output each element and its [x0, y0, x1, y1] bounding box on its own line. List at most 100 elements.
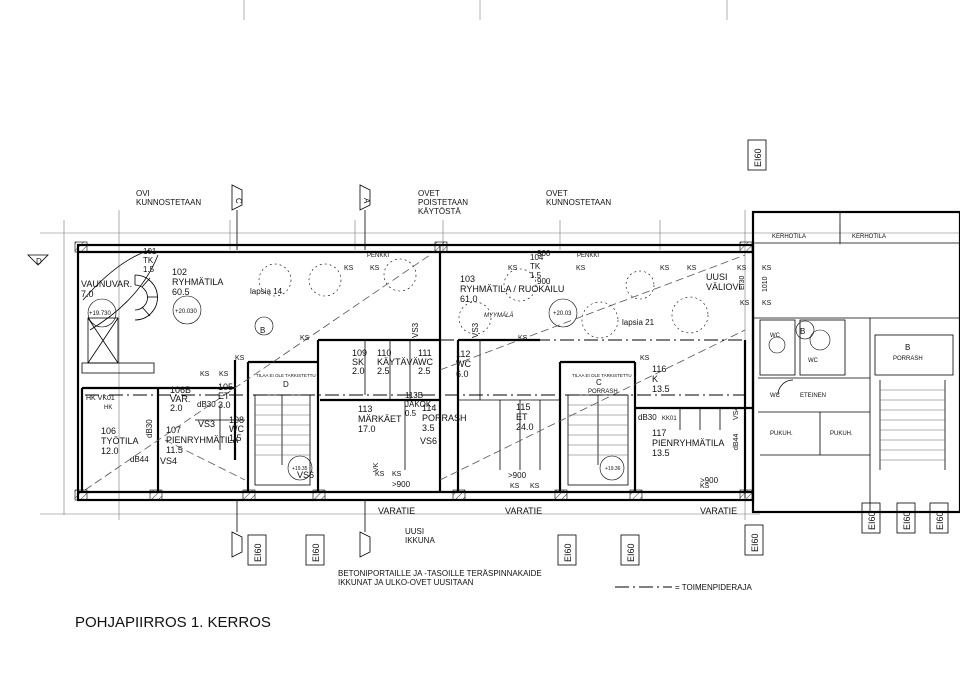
- ks-5: KS: [660, 265, 670, 272]
- grid-lines: [40, 210, 960, 520]
- room-107-name: PIENRYHMÄTILA: [166, 435, 238, 445]
- lapsia-21: lapsia 21: [622, 318, 655, 327]
- gt900-3: >900: [700, 476, 719, 485]
- furniture-tables: [258, 258, 709, 339]
- spiral-stair: [134, 274, 158, 321]
- room-113-name: MÄRKÄET: [358, 414, 402, 424]
- room-112-name: WC: [456, 359, 471, 369]
- room-114-area: 3.5: [422, 423, 435, 433]
- room-115-num: 115: [516, 402, 530, 412]
- hk-label: HK: [104, 405, 112, 411]
- porrash-b-letter: B: [905, 343, 910, 352]
- room-107-area: 11.5: [166, 445, 183, 455]
- varatie-2: VARATIE: [505, 506, 542, 516]
- note-ovet-poist-line3: KÄYTÖSTÄ: [418, 207, 461, 216]
- ks-13: KS: [219, 371, 229, 378]
- ks-21: KS: [700, 483, 710, 490]
- note-betoni-line1: BETONIPORTAILLE JA -TASOILLE TERÄSPINNAK…: [338, 569, 542, 578]
- uusi-valiovi-line1: UUSI: [706, 272, 728, 282]
- note-ovi-line2: KUNNOSTETAAN: [136, 198, 201, 207]
- ks-15: KS: [740, 300, 750, 307]
- room-103-area: 61.0: [460, 294, 478, 304]
- stair-d: [254, 394, 313, 486]
- room-112-num: 112: [456, 349, 470, 359]
- vs3-mid-2: VS3: [471, 322, 480, 338]
- dim-900-top: 900: [537, 249, 551, 258]
- section-mark-a: A: [362, 198, 371, 204]
- room-102-area: 60.5: [172, 287, 190, 297]
- db30-vertical: dB30: [145, 419, 154, 438]
- ks-9: KS: [300, 335, 310, 342]
- level-1935: +19.35: [292, 466, 308, 472]
- fire-label-boxes: [247, 139, 949, 566]
- vaunuvar-room: [81, 317, 155, 374]
- room-vaunuvar-name: VAUNUVAR.: [81, 279, 132, 289]
- fire-ei60-b8: EI60: [935, 511, 945, 530]
- action-boundary-line: [85, 245, 746, 500]
- room-109-num: 109: [352, 348, 367, 358]
- room-106-area: 12.0: [101, 446, 119, 456]
- room-102-num: 102: [172, 267, 187, 277]
- room-104-name: TK: [530, 262, 541, 271]
- room-117-name: PIENRYHMÄTILA: [652, 438, 724, 448]
- stair-c: [567, 394, 629, 486]
- room-102-name: RYHMÄTILA: [172, 277, 223, 287]
- section-mark-c: C: [234, 198, 243, 204]
- room-111-area: 2.5: [418, 366, 431, 376]
- room-116-num: 116: [652, 364, 666, 374]
- room-111-name: WC: [418, 357, 433, 367]
- gt900-2: >900: [508, 471, 527, 480]
- vs4-right: VS4: [733, 407, 740, 420]
- compartment-diagonals: [84, 254, 746, 491]
- legend-label: = TOIMENPIDERAJA: [675, 583, 753, 592]
- room-107-num: 107: [166, 425, 181, 435]
- room-115-name: ET: [516, 412, 528, 422]
- vs6-mid: VS6: [420, 436, 437, 446]
- room-106-name: TYÖTILA: [101, 436, 139, 446]
- room-vaunuvar-area: 7.0: [81, 289, 94, 299]
- room-104-area: 1.5: [530, 271, 542, 280]
- room-112-area: 6.0: [456, 369, 469, 379]
- uusi-ikkuna-line2: IKKUNA: [405, 536, 435, 545]
- myymala-label: MYYMÄLÄ: [484, 312, 513, 319]
- ks-2: KS: [370, 265, 380, 272]
- porrash-d-letter: D: [283, 380, 289, 389]
- ks-3: KS: [508, 265, 518, 272]
- section-mark-b1: B: [260, 326, 265, 335]
- vs3-left: VS3: [198, 419, 215, 429]
- room-106b-area: 2.0: [170, 403, 183, 413]
- room-101-area: 1.5: [143, 265, 155, 274]
- db44-right: dB44: [733, 434, 740, 450]
- ks-1: KS: [344, 265, 354, 272]
- right-wing-walls: [751, 210, 960, 514]
- varatie-3: VARATIE: [700, 506, 737, 516]
- room-114-num: 114: [422, 403, 436, 413]
- kk01-label: KK01: [662, 416, 677, 422]
- level-markers: [87, 295, 815, 340]
- room-106-num: 106: [101, 426, 116, 436]
- fire-ei30-mid: EI30: [739, 275, 746, 290]
- note-ovet-poist-line1: OVET: [418, 189, 440, 198]
- ks-8: KS: [762, 265, 772, 272]
- room-113b-name: JAKOK.: [405, 400, 433, 409]
- vs6-left: VS6: [297, 470, 314, 480]
- room-110-num: 110: [377, 348, 391, 358]
- room-115-area: 24.0: [516, 422, 534, 432]
- porrash-d-tilaa: TILAA EI OLE TARKISTETTU: [256, 373, 316, 378]
- penkki-2: PENKKI: [577, 253, 599, 259]
- ks-6: KS: [687, 265, 697, 272]
- fire-ei60-b1: EI60: [253, 543, 263, 562]
- gt900-1: >900: [392, 480, 411, 489]
- dim-900-mid: 900: [537, 277, 551, 286]
- ks-17: KS: [375, 471, 385, 478]
- room-117-area: 13.5: [652, 448, 670, 458]
- ks-18: KS: [392, 471, 402, 478]
- wc-right-2: WC: [808, 358, 819, 364]
- hatched-columns: [74, 241, 753, 501]
- vs4-left: VS4: [160, 456, 177, 466]
- note-ovet-kunn-line2: KUNNOSTETAAN: [546, 198, 611, 207]
- room-116-name: K: [652, 374, 658, 384]
- section-mark-b2: B: [800, 327, 805, 336]
- wc-right-1: WC: [770, 333, 781, 339]
- note-ovi-line1: OVI: [136, 189, 150, 198]
